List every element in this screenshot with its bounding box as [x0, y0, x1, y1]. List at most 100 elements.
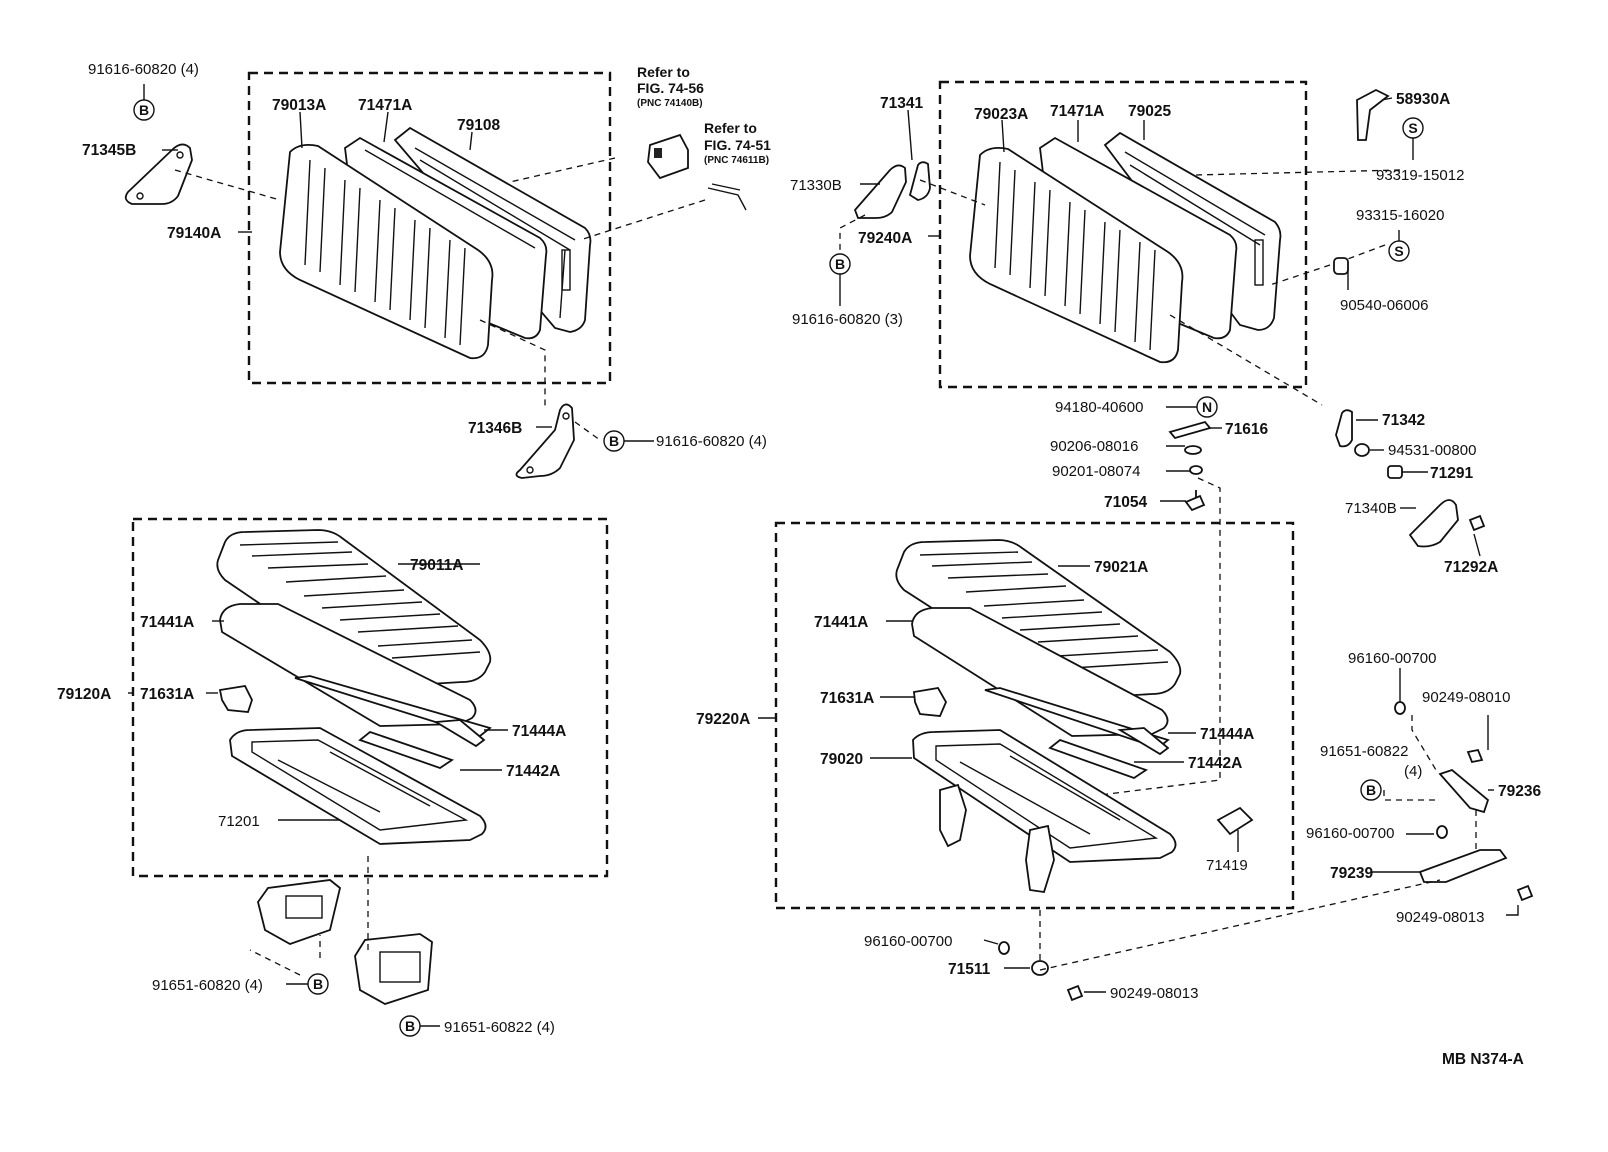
- label-79239: 79239: [1330, 865, 1373, 882]
- svg-text:N: N: [1202, 399, 1212, 415]
- label-90249-08010: 90249-08010: [1422, 689, 1510, 706]
- bolt-71292a: [1468, 514, 1486, 532]
- label-71291: 71291: [1430, 465, 1473, 482]
- label-79108: 79108: [457, 117, 500, 134]
- label-71631a-right: 71631A: [820, 690, 874, 707]
- label-71419: 71419: [1206, 857, 1248, 874]
- label-71340b: 71340B: [1345, 500, 1397, 517]
- label-79025: 79025: [1128, 103, 1171, 120]
- figure-id-code: MB N374-A: [1442, 1051, 1524, 1068]
- label-90206-08016: 90206-08016: [1050, 438, 1138, 455]
- label-91616-60820-4a: 91616-60820 (4): [88, 61, 199, 78]
- label-71471a-right: 71471A: [1050, 103, 1104, 120]
- clip-96160-b: [1436, 825, 1448, 839]
- label-91651-60822-qty: (4): [1404, 763, 1422, 780]
- label-79236: 79236: [1498, 783, 1541, 800]
- seat-back-right-group: [969, 131, 1282, 364]
- svg-text:B: B: [405, 1018, 415, 1034]
- clip-96160-a: [1394, 701, 1406, 715]
- cap-71511: [1031, 960, 1049, 976]
- symbol-nut: N: [1196, 396, 1218, 418]
- symbol-bolt-2: B: [603, 430, 625, 452]
- plate-71342: [1335, 409, 1353, 448]
- symbol-bolt-4: B: [1360, 779, 1382, 801]
- spacer-71291: [1387, 465, 1403, 479]
- label-71292a: 71292A: [1444, 559, 1498, 576]
- label-91651-60822: 91651-60822: [1320, 743, 1408, 760]
- label-79240a: 79240A: [858, 230, 912, 247]
- ref1-line3: (PNC 74140B): [637, 98, 703, 109]
- label-71441a-right: 71441A: [814, 614, 868, 631]
- lever-71616: [1168, 420, 1212, 440]
- label-71511: 71511: [948, 961, 991, 978]
- label-79011a: 79011A: [410, 557, 463, 574]
- label-71442a-left: 71442A: [506, 763, 560, 780]
- symbol-bolt-1: B: [133, 99, 155, 121]
- bracket-79236: [1438, 768, 1490, 814]
- label-79020: 79020: [820, 751, 863, 768]
- ref1-line1: Refer to: [637, 64, 690, 80]
- svg-text:S: S: [1394, 243, 1403, 259]
- group-box-rear-left-back: [247, 71, 612, 385]
- bolt-90249-08010: [1466, 748, 1484, 764]
- label-96160-00700-c: 96160-00700: [1306, 825, 1394, 842]
- headrest-block-icon: [647, 133, 689, 180]
- label-71330b: 71330B: [790, 177, 842, 194]
- ref2-line3: (PNC 74611B): [704, 155, 769, 166]
- ref2-line2: FIG. 74-51: [704, 137, 771, 153]
- label-71346b: 71346B: [468, 420, 522, 437]
- label-96160-00700-b: 96160-00700: [1348, 650, 1436, 667]
- label-71345b: 71345B: [82, 142, 136, 159]
- svg-text:B: B: [313, 976, 323, 992]
- label-79023a: 79023A: [974, 106, 1028, 123]
- group-box-rear-right-back: [938, 80, 1308, 389]
- ref2-line1: Refer to: [704, 120, 757, 136]
- hinge-plate-71341: [908, 161, 931, 201]
- seat-back-left-group: [279, 126, 592, 360]
- label-71444a-right: 71444A: [1200, 726, 1254, 743]
- label-94180-40600: 94180-40600: [1055, 399, 1143, 416]
- ref1-line2: FIG. 74-56: [637, 80, 704, 96]
- label-93319-15012: 93319-15012: [1376, 167, 1464, 184]
- symbol-bolt-3: B: [829, 253, 851, 275]
- label-90201-08074: 90201-08074: [1052, 463, 1140, 480]
- washer-90206: [1184, 445, 1202, 455]
- bracket-58930a: [1356, 88, 1390, 141]
- hinge-bracket-71340b: [1408, 499, 1459, 548]
- group-box-right-cushion: [774, 521, 1295, 910]
- clip-96160-c: [998, 941, 1010, 955]
- label-79120a: 79120A: [57, 686, 111, 703]
- symbol-bolt-5: B: [307, 973, 329, 995]
- seat-cushion-left-group: [216, 529, 492, 845]
- group-box-left-cushion: [131, 517, 609, 878]
- label-93315-16020: 93315-16020: [1356, 207, 1444, 224]
- label-96160-00700-a: 96160-00700: [864, 933, 952, 950]
- label-90249-08013-a: 90249-08013: [1110, 985, 1198, 1002]
- bolt-90249-08013-b: [1516, 884, 1534, 902]
- label-58930a: 58930A: [1396, 91, 1450, 108]
- label-71201: 71201: [218, 813, 260, 830]
- leg-bracket-91651-60820: [257, 879, 342, 945]
- label-91616-60820-3: 91616-60820 (3): [792, 311, 903, 328]
- label-71442a-right: 71442A: [1188, 755, 1242, 772]
- label-71631a-left: 71631A: [140, 686, 194, 703]
- seat-cushion-right-group: [895, 539, 1254, 893]
- label-71342: 71342: [1382, 412, 1425, 429]
- hinge-bracket-71345b: [124, 143, 193, 205]
- label-90249-08013-b: 90249-08013: [1396, 909, 1484, 926]
- label-91616-60820-4b: 91616-60820 (4): [656, 433, 767, 450]
- label-71444a-left: 71444A: [512, 723, 566, 740]
- label-79220a: 79220A: [696, 711, 750, 728]
- bolt-90249-08013-a: [1066, 984, 1084, 1002]
- svg-text:S: S: [1408, 120, 1417, 136]
- label-91651-60822-4: 91651-60822 (4): [444, 1019, 555, 1036]
- label-71054: 71054: [1104, 494, 1147, 511]
- clip-part-icon: [707, 183, 747, 211]
- label-71616: 71616: [1225, 421, 1268, 438]
- label-71441a-left: 71441A: [140, 614, 194, 631]
- svg-text:B: B: [835, 256, 845, 272]
- label-71471a-left: 71471A: [358, 97, 412, 114]
- symbol-bolt-6: B: [399, 1015, 421, 1037]
- label-94531-00800: 94531-00800: [1388, 442, 1476, 459]
